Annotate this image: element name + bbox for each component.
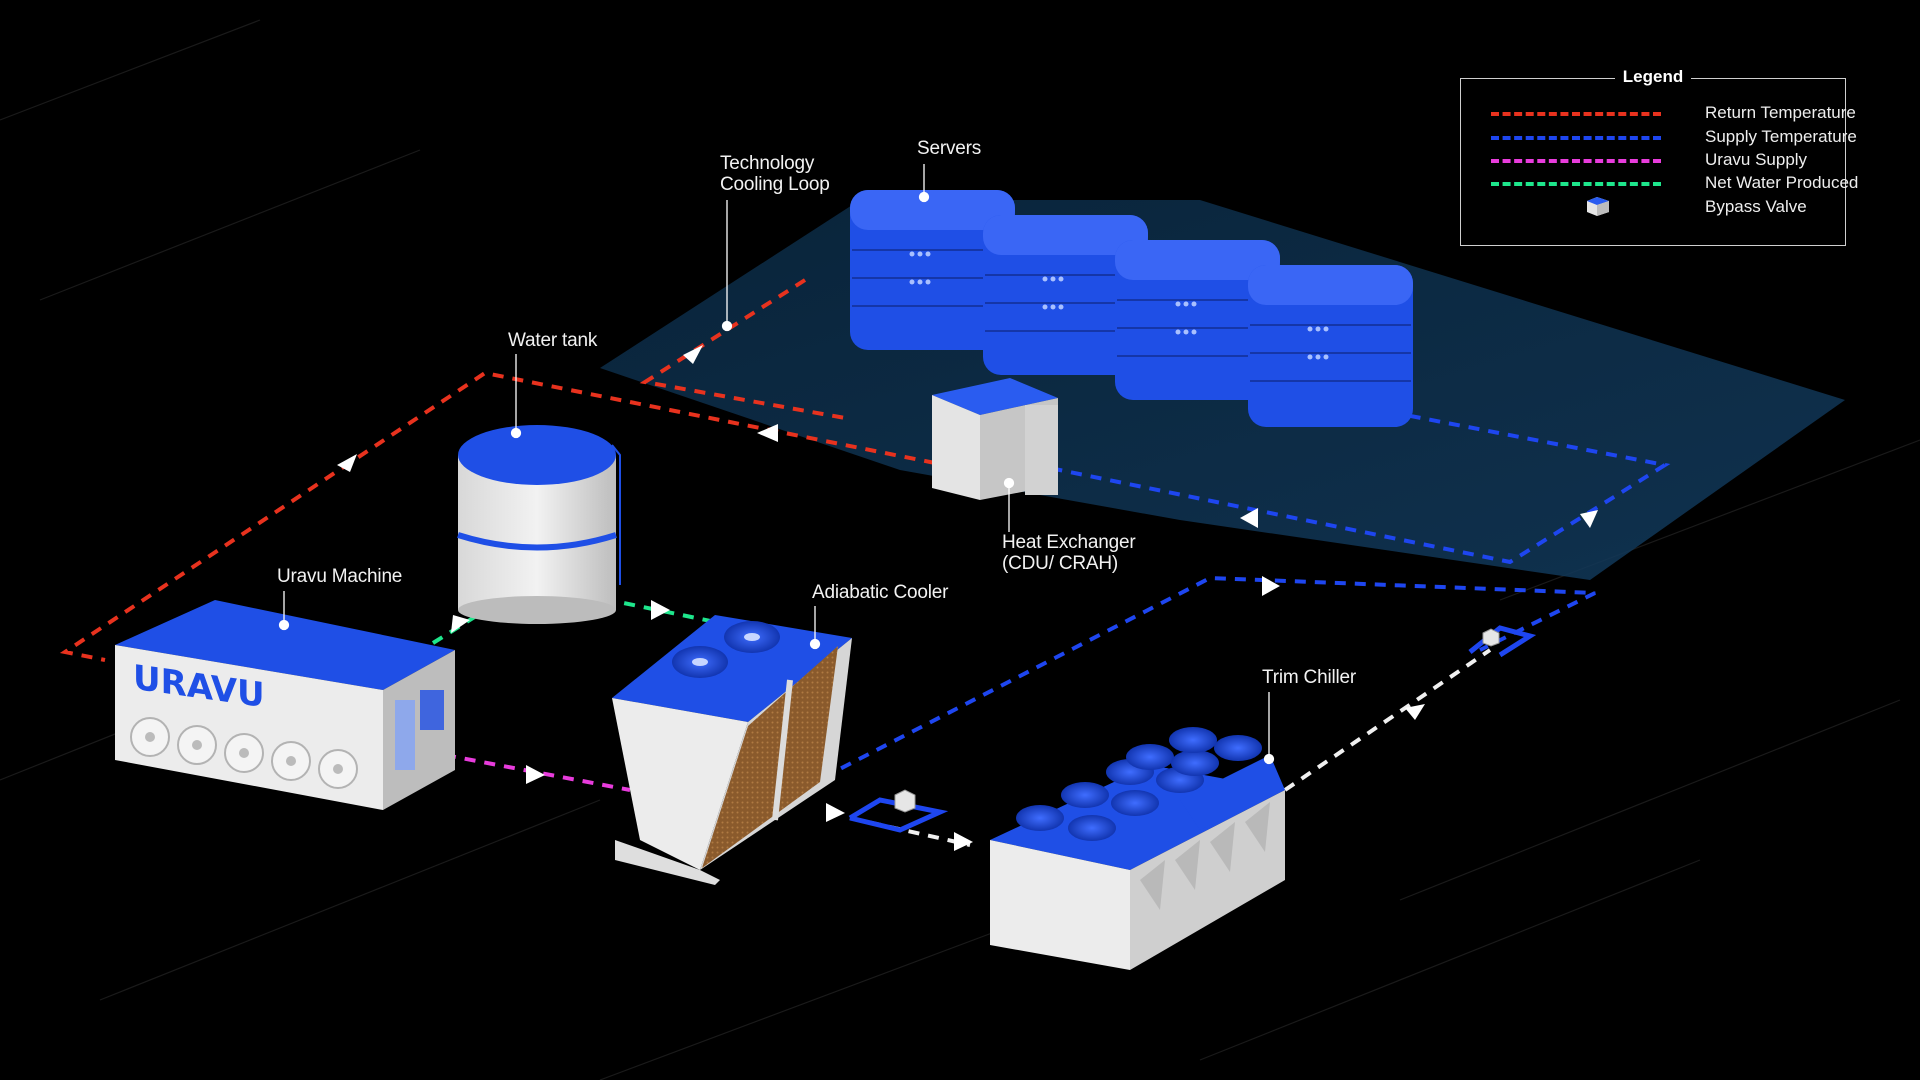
heat-exchanger: [932, 378, 1058, 500]
return-temperature-line-main: [59, 370, 936, 662]
adiabatic-cooler: [612, 615, 852, 885]
fan-icon: [1214, 735, 1262, 761]
fan-icon: [1016, 805, 1064, 831]
fan-icon: [1169, 727, 1217, 753]
arrow-icon: [451, 615, 470, 633]
supply-temperature-line-loop: [1049, 410, 1671, 565]
legend-item-return-temperature: Return Temperature: [1491, 103, 1856, 123]
fan-icon: [1171, 750, 1219, 776]
green-dashed-line-icon: [1491, 182, 1661, 186]
fan-icon: [1068, 815, 1116, 841]
legend: Legend Return Temperature Supply Tempera…: [1460, 67, 1858, 246]
server-rack-3: [1115, 240, 1280, 400]
arrow-icon: [757, 424, 778, 442]
uravu-machine: URAVU: [115, 600, 455, 810]
magenta-dashed-line-icon: [1491, 159, 1661, 163]
arrow-icon: [526, 765, 545, 784]
arrow-icon: [954, 832, 973, 851]
bypass-pipe-left: [848, 797, 949, 833]
flow-line-chiller-to-bypass: [1283, 648, 1492, 792]
legend-item-supply-temperature: Supply Temperature: [1491, 127, 1857, 147]
uravu-machine-label: Uravu Machine: [277, 566, 403, 587]
water-tank-label: Water tank: [508, 330, 598, 351]
legend-item-uravu-supply: Uravu Supply: [1491, 150, 1831, 170]
bypass-valve-1: [894, 789, 916, 813]
legend-item-net-water-produced: Net Water Produced: [1491, 173, 1858, 193]
arrow-icon: [1240, 508, 1258, 528]
server-rack-2: [983, 215, 1148, 375]
legend-title: Legend: [1614, 67, 1692, 86]
arrow-icon: [826, 803, 845, 822]
server-rack-4: [1248, 265, 1413, 427]
fan-icon: [1111, 790, 1159, 816]
arrow-icon: [337, 454, 357, 472]
servers: [850, 190, 1413, 427]
bypass-valve-2: [1482, 628, 1500, 647]
technology-cooling-loop-label: Technology Cooling Loop: [720, 153, 830, 195]
arrow-icon: [1405, 704, 1425, 720]
fan-icon: [1126, 744, 1174, 770]
flow-arrows: [337, 345, 1598, 851]
heat-exchanger-label: Heat Exchanger (CDU/ CRAH): [1002, 532, 1136, 574]
chiller-fans: [1016, 727, 1262, 841]
servers-label: Servers: [917, 138, 982, 159]
arrow-icon: [1580, 510, 1598, 528]
server-rack-1: [850, 190, 1015, 350]
arrow-icon: [1262, 576, 1280, 596]
arrow-icon: [683, 345, 703, 364]
bypass-valve-icon: [1587, 197, 1609, 216]
trim-chiller: [990, 727, 1285, 970]
adiabatic-cooler-label: Adiabatic Cooler: [812, 582, 949, 603]
blue-dashed-line-icon: [1491, 136, 1661, 140]
supply-temperature-line-main: [769, 575, 1596, 807]
arrow-icon: [651, 600, 670, 620]
fan-icon: [1061, 782, 1109, 808]
trim-chiller-label: Trim Chiller: [1262, 667, 1357, 688]
return-temperature-line-loop: [639, 278, 846, 420]
legend-item-bypass-valve: Bypass Valve: [1491, 197, 1831, 217]
red-dashed-line-icon: [1491, 112, 1661, 116]
water-tank: [457, 425, 621, 624]
